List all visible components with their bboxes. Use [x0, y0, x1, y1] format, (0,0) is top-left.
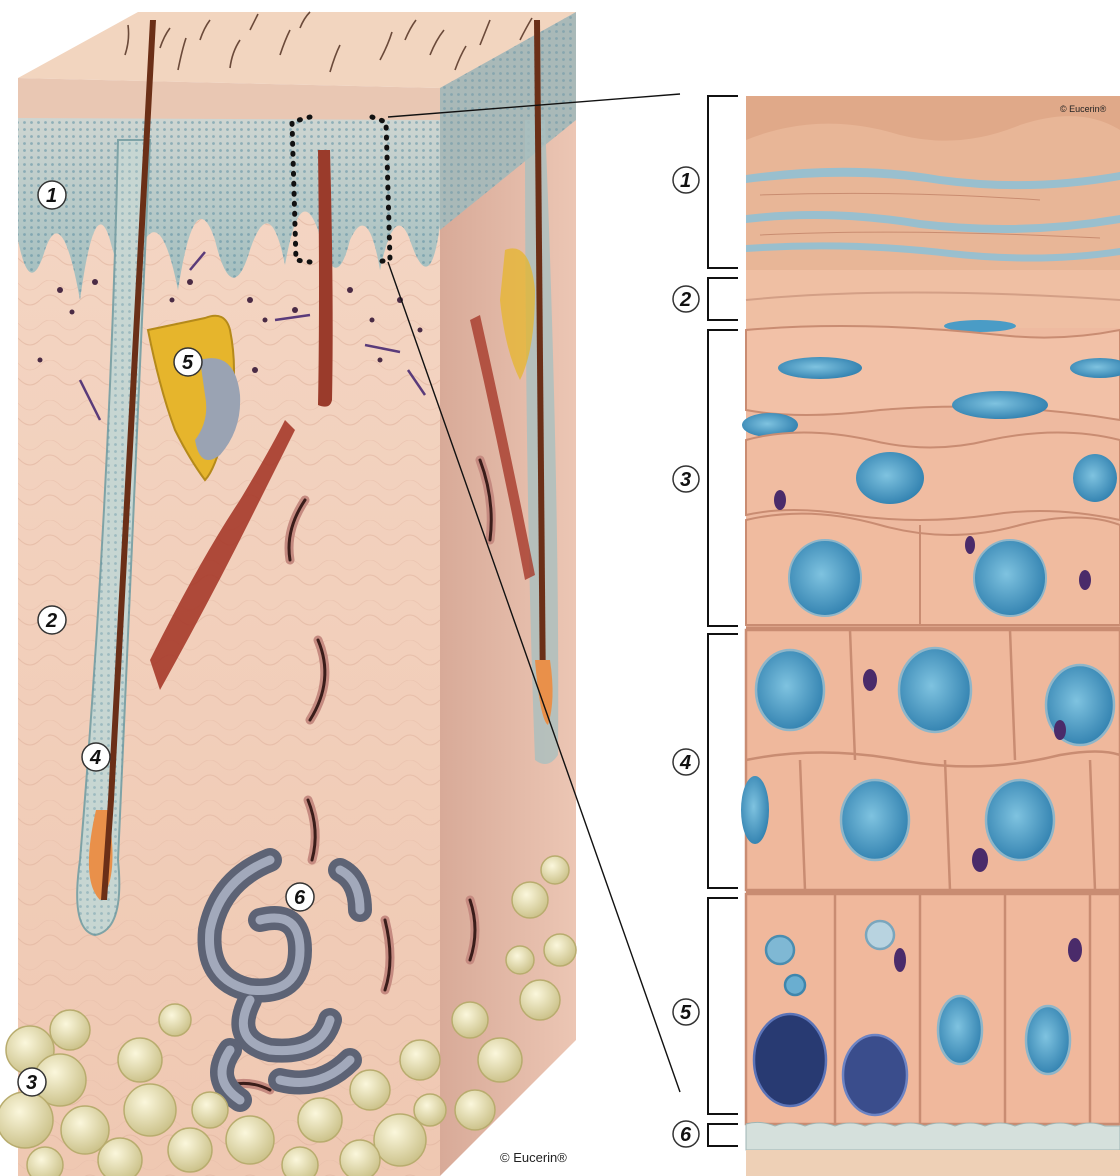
cell-nucleus-icon: [986, 780, 1054, 860]
cell-nucleus-icon: [841, 780, 909, 860]
detail-label-2: 2: [673, 286, 699, 312]
epidermis-detail-panel: © Eucerin®: [741, 96, 1120, 1176]
stratum-lucidum: [746, 270, 1120, 332]
copyright-detail: © Eucerin®: [1060, 104, 1107, 114]
stratum-granulosum: [742, 326, 1120, 625]
svg-text:5: 5: [182, 352, 194, 374]
cell-nucleus-icon: [974, 540, 1046, 616]
svg-text:6: 6: [294, 887, 306, 909]
detail-label-1: 1: [673, 167, 699, 193]
label-6-marker: 6: [286, 883, 314, 911]
copyright-main: © Eucerin®: [500, 1150, 567, 1165]
label-2-marker: 2: [38, 606, 66, 634]
detail-label-5: 5: [673, 999, 699, 1025]
detail-label-4: 4: [673, 749, 699, 775]
svg-text:3: 3: [680, 469, 691, 491]
label-4-marker: 4: [82, 743, 110, 771]
svg-text:1: 1: [680, 170, 691, 192]
stratum-spinosum: [741, 630, 1120, 890]
cell-nucleus-icon: [899, 648, 971, 732]
svg-text:4: 4: [89, 747, 101, 769]
basement-membrane: [746, 1122, 1120, 1176]
svg-text:3: 3: [26, 1072, 37, 1094]
svg-text:4: 4: [679, 752, 691, 774]
stratum-basale: [746, 894, 1120, 1124]
svg-text:6: 6: [680, 1124, 692, 1146]
cell-nucleus-icon: [1026, 1006, 1070, 1074]
skin-block: [0, 12, 576, 1176]
detail-label-6: 6: [673, 1121, 699, 1147]
hair-shaft-icon: [318, 150, 333, 407]
cell-nucleus-icon: [789, 540, 861, 616]
detail-label-3: 3: [673, 466, 699, 492]
label-5-marker: 5: [174, 348, 202, 376]
svg-text:2: 2: [679, 289, 691, 311]
cell-nucleus-icon: [756, 650, 824, 730]
layer-brackets: [708, 96, 738, 1146]
svg-text:5: 5: [680, 1002, 692, 1024]
svg-text:1: 1: [46, 185, 57, 207]
stratum-corneum: [746, 96, 1120, 270]
svg-text:2: 2: [45, 610, 57, 632]
label-1-marker: 1: [38, 181, 66, 209]
label-3-marker: 3: [18, 1068, 46, 1096]
right-labels: 1 2 3 4 5 6: [673, 167, 699, 1147]
cell-nucleus-icon: [938, 996, 982, 1064]
